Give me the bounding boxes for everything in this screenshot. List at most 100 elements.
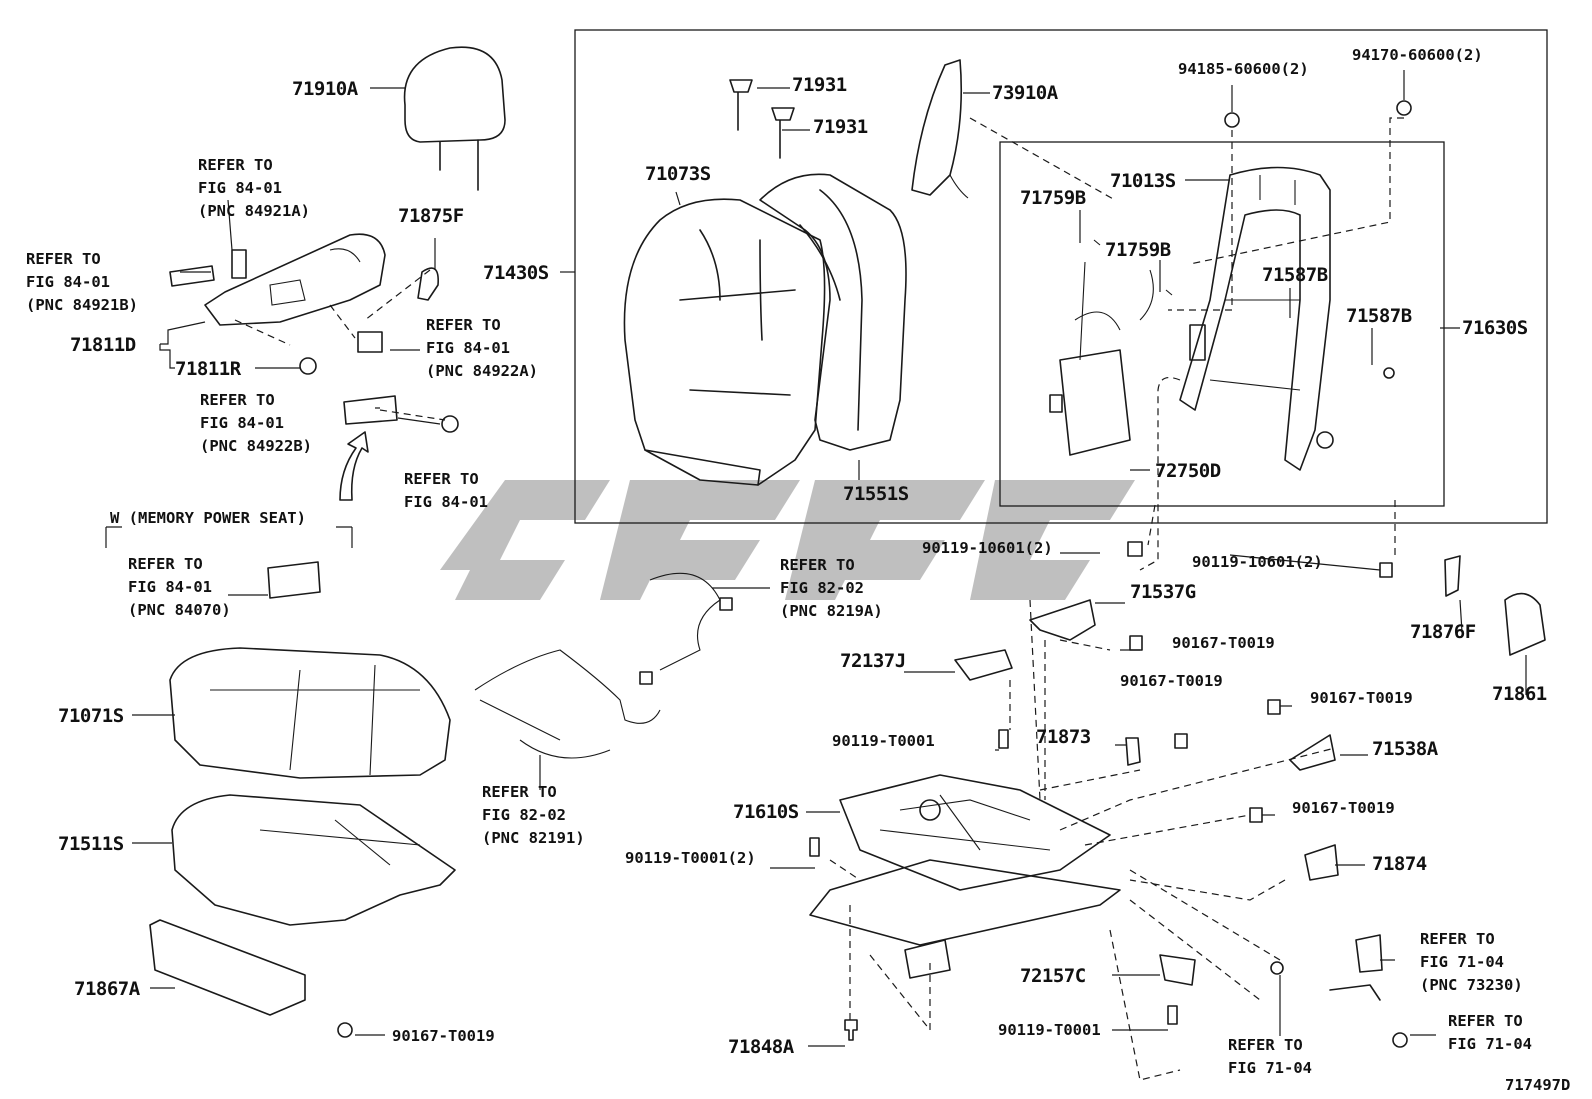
svg-text:(PNC 84921A): (PNC 84921A)	[198, 202, 310, 220]
direction-arrow	[339, 431, 369, 501]
ref-note-82191: REFER TO FIG 82-02 (PNC 82191)	[482, 783, 585, 847]
label-71811D: 71811D	[70, 334, 136, 356]
side-trim-drawing	[911, 59, 969, 199]
label-71538A: 71538A	[1372, 738, 1439, 760]
svg-text:FIG 84-01: FIG 84-01	[198, 179, 282, 197]
ref-note-71-04-a: REFER TO FIG 71-04	[1228, 1036, 1312, 1077]
svg-text:(PNC 84922A): (PNC 84922A)	[426, 362, 538, 380]
svg-text:REFER TO: REFER TO	[404, 470, 479, 488]
memory-seat-title: W (MEMORY POWER SEAT)	[110, 509, 306, 527]
svg-text:FIG 71-04: FIG 71-04	[1420, 953, 1504, 971]
label-71811R: 71811R	[175, 358, 242, 380]
seatback-frame-drawing	[1179, 166, 1334, 471]
label-73910A: 73910A	[992, 82, 1059, 104]
front-panel-drawing	[149, 919, 306, 1016]
svg-text:(PNC 84922B): (PNC 84922B)	[200, 437, 312, 455]
seatback-group-box	[574, 29, 1548, 524]
label-71511S: 71511S	[58, 833, 124, 855]
assembly-lines	[234, 117, 1404, 1081]
ref-note-84921A: REFER TO FIG 84-01 (PNC 84921A)	[198, 156, 310, 220]
label-71610S: 71610S	[733, 801, 799, 823]
seatback-pad-drawing	[759, 173, 907, 451]
wire-harness-drawing	[474, 572, 733, 759]
ref-note-84070: REFER TO FIG 84-01 (PNC 84070)	[128, 555, 231, 619]
label-71867A: 71867A	[74, 978, 141, 1000]
headrest-support-drawing	[729, 79, 795, 159]
frame-group-box	[999, 141, 1445, 507]
label-71587B-b: 71587B	[1346, 305, 1412, 327]
ref-note-84922B: REFER TO FIG 84-01 (PNC 84922B)	[200, 391, 312, 455]
svg-text:REFER TO: REFER TO	[128, 555, 203, 573]
svg-text:(PNC 8219A): (PNC 8219A)	[780, 602, 883, 620]
svg-text:FIG 84-01: FIG 84-01	[26, 273, 110, 291]
svg-text:FIG 84-01: FIG 84-01	[128, 578, 212, 596]
label-71071S: 71071S	[58, 705, 124, 727]
svg-text:REFER TO: REFER TO	[200, 391, 275, 409]
label-71873: 71873	[1036, 726, 1091, 748]
seat-track-drawing	[809, 774, 1121, 979]
memory-seat-bracket	[105, 526, 353, 548]
side-cover-drawing	[204, 233, 386, 326]
bracket-drawings	[809, 541, 1546, 1048]
label-71848A: 71848A	[728, 1036, 795, 1058]
label-90119-10601-a: 90119-10601(2)	[922, 539, 1053, 557]
label-72750D: 72750D	[1155, 460, 1221, 482]
watermark-logo	[440, 480, 1135, 600]
svg-text:REFER TO: REFER TO	[1228, 1036, 1303, 1054]
svg-text:REFER TO: REFER TO	[482, 783, 557, 801]
label-90119-T0001-2: 90119-T0001(2)	[625, 849, 756, 867]
memory-module-drawing	[267, 561, 321, 599]
svg-text:(PNC 82191): (PNC 82191)	[482, 829, 585, 847]
svg-text:FIG 84-01: FIG 84-01	[404, 493, 488, 511]
ref-note-84922A: REFER TO FIG 84-01 (PNC 84922A)	[426, 316, 538, 380]
svg-text:REFER TO: REFER TO	[198, 156, 273, 174]
label-71876F: 71876F	[1410, 621, 1476, 643]
label-71630S: 71630S	[1462, 317, 1528, 339]
svg-text:FIG 71-04: FIG 71-04	[1228, 1059, 1312, 1077]
ref-note-73230: REFER TO FIG 71-04 (PNC 73230)	[1420, 930, 1523, 994]
label-71910A: 71910A	[292, 78, 359, 100]
label-90167-T0019-e: 90167-T0019	[392, 1027, 495, 1045]
label-72157C: 72157C	[1020, 965, 1086, 987]
seat-cushion-cover-drawing	[169, 647, 451, 779]
headrest-drawing	[403, 46, 506, 191]
label-71759B-a: 71759B	[1020, 187, 1086, 209]
label-72137J: 72137J	[840, 650, 906, 672]
label-71430S: 71430S	[483, 262, 549, 284]
nut-drawings	[1093, 100, 1412, 379]
label-71931-a: 71931	[792, 74, 847, 96]
svg-text:REFER TO: REFER TO	[1448, 1012, 1523, 1030]
label-71931-b: 71931	[813, 116, 868, 138]
label-90119-T0001-b: 90119-T0001	[998, 1021, 1101, 1039]
label-71551S: 71551S	[843, 483, 909, 505]
svg-text:FIG 71-04: FIG 71-04	[1448, 1035, 1532, 1053]
label-71587B-a: 71587B	[1262, 264, 1328, 286]
ref-note-84921B: REFER TO FIG 84-01 (PNC 84921B)	[26, 250, 138, 314]
leader-lines	[132, 70, 1527, 1047]
svg-text:REFER TO: REFER TO	[26, 250, 101, 268]
screw-drawing	[337, 1022, 353, 1038]
label-71073S: 71073S	[645, 163, 711, 185]
switch-drawings	[169, 249, 459, 433]
svg-text:REFER TO: REFER TO	[1420, 930, 1495, 948]
label-90167-T0019-a: 90167-T0019	[1172, 634, 1275, 652]
seatback-cover-drawing	[623, 198, 826, 486]
seat-pad-drawing	[171, 794, 456, 926]
ref-note-8219A: REFER TO FIG 82-02 (PNC 8219A)	[780, 556, 883, 620]
label-94185-60600: 94185-60600(2)	[1178, 60, 1309, 78]
label-71759B-b: 71759B	[1105, 239, 1171, 261]
label-71861: 71861	[1492, 683, 1547, 705]
label-90167-T0019-b: 90167-T0019	[1120, 672, 1223, 690]
label-90167-T0019-c: 90167-T0019	[1310, 689, 1413, 707]
svg-text:(PNC 84070): (PNC 84070)	[128, 601, 231, 619]
label-90119-T0001-a: 90119-T0001	[832, 732, 935, 750]
svg-text:(PNC 84921B): (PNC 84921B)	[26, 296, 138, 314]
svg-text:REFER TO: REFER TO	[426, 316, 501, 334]
label-94170-60600: 94170-60600(2)	[1352, 46, 1483, 64]
ref-note-84-01: REFER TO FIG 84-01	[404, 470, 488, 511]
diagram-id: 717497D	[1505, 1076, 1570, 1094]
label-71537G: 71537G	[1130, 581, 1196, 603]
label-90119-10601-b: 90119-10601(2)	[1192, 553, 1323, 571]
svg-text:REFER TO: REFER TO	[780, 556, 855, 574]
